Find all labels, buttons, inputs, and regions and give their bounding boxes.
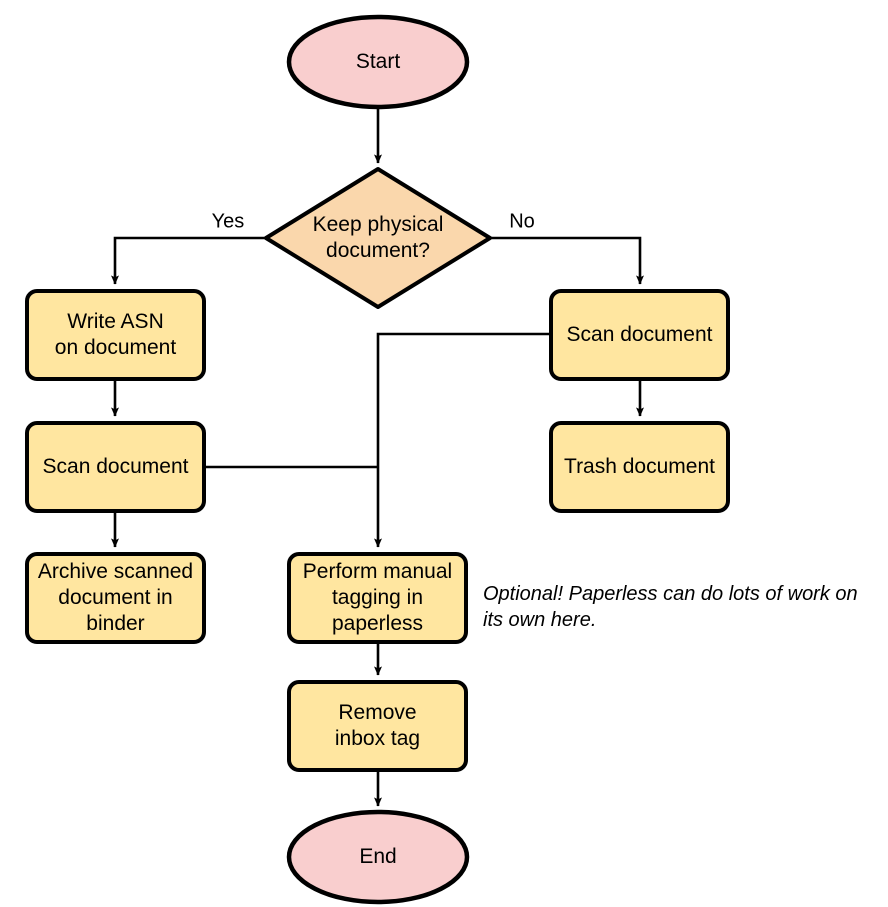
edges-layer: Yes No [111,107,644,807]
edge-line [111,236,266,285]
node-label-line: Trash document [564,455,715,478]
process-shape[interactable] [25,421,206,513]
process-shape[interactable] [25,552,206,644]
edge-decision-yes-to-write-asn: Yes [111,210,266,285]
node-label-line: document in [58,586,172,609]
annotation-optional-note: Optional! Paperless can do lots of work … [483,583,858,631]
annotation-line: Optional! Paperless can do lots of work … [483,583,858,605]
terminal-shape[interactable] [286,809,470,905]
node-write-asn[interactable]: Write ASN on document [25,289,206,381]
annotations-layer: Optional! Paperless can do lots of work … [483,583,858,631]
node-label: End [359,845,396,868]
node-label: Archive scanned document in binder [38,560,193,635]
node-label: Scan document [43,455,189,478]
node-label: Remove inbox tag [335,701,420,750]
node-label-line: Write ASN [67,310,163,333]
node-label-line: Perform manual [303,560,452,583]
edge-scan-right-to-tagging [374,332,551,548]
process-shape[interactable] [287,552,468,644]
node-label-line: Scan document [567,323,713,346]
node-end[interactable]: End [286,809,470,905]
terminal-shape[interactable] [286,14,470,110]
node-label: Keep physical document? [313,213,444,262]
node-label-line: tagging in [332,586,423,609]
edge-decision-no-to-scan-right: No [490,210,644,285]
node-remove-inbox-tag[interactable]: Remove inbox tag [287,680,468,772]
node-label-line: End [359,845,396,868]
edge-line [374,332,551,548]
node-label-line: Keep physical [313,213,444,236]
process-shape[interactable] [549,421,730,513]
node-label: Trash document [564,455,715,478]
edge-label-decision-yes-to-write-asn: Yes [212,210,245,232]
node-label-line: Scan document [43,455,189,478]
node-label-line: Archive scanned [38,560,193,583]
process-shape[interactable] [549,289,730,381]
node-archive-scanned[interactable]: Archive scanned document in binder [25,552,206,644]
node-label: Scan document [567,323,713,346]
node-label-line: binder [86,612,144,635]
node-label-line: Start [356,50,401,73]
edge-line [490,236,644,285]
node-scan-document-right[interactable]: Scan document [549,289,730,381]
node-label: Perform manual tagging in paperless [303,560,452,635]
edge-label-decision-no-to-scan-right: No [509,210,535,232]
annotation-line: its own here. [483,609,596,631]
process-shape[interactable] [25,289,206,381]
node-label-line: inbox tag [335,727,420,750]
node-decision-keep-physical[interactable]: Keep physical document? [264,167,492,309]
node-label-line: paperless [332,612,423,635]
node-scan-document-left[interactable]: Scan document [25,421,206,513]
node-trash-document[interactable]: Trash document [549,421,730,513]
node-label-line: on document [55,336,177,359]
node-perform-manual-tagging[interactable]: Perform manual tagging in paperless [287,552,468,644]
process-shape[interactable] [287,680,468,772]
node-start[interactable]: Start [286,14,470,110]
node-label-line: document? [326,239,430,262]
node-label: Start [356,50,401,73]
node-label-line: Remove [338,701,416,724]
node-label: Write ASN on document [55,310,177,359]
decision-shape[interactable] [264,167,492,309]
